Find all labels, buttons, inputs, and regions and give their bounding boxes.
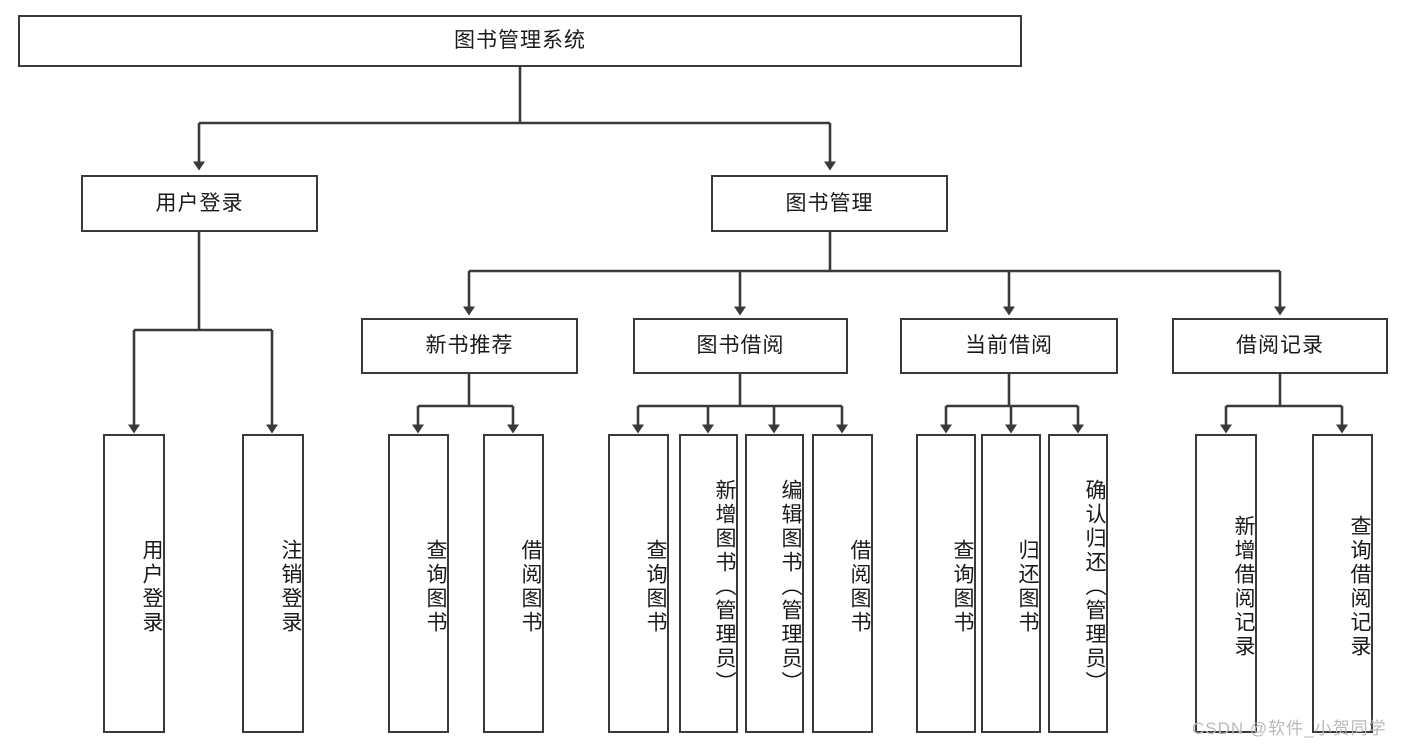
node-label: 图书借阅 (696, 334, 785, 358)
node-label: 新增图书（管理员） (713, 478, 736, 695)
node-leaf-query-book-2[interactable]: 查询图书 (608, 434, 669, 733)
node-label: 查询图书 (644, 538, 667, 635)
node-label: 用户登录 (140, 538, 163, 635)
node-current-borrow[interactable]: 当前借阅 (900, 318, 1118, 374)
node-root-book-management-system[interactable]: 图书管理系统 (18, 15, 1022, 67)
node-leaf-confirm-return[interactable]: 确认归还（管理员） (1048, 434, 1108, 733)
node-label: 借阅图书 (519, 538, 542, 635)
node-leaf-query-book-3[interactable]: 查询图书 (916, 434, 976, 733)
node-label: 查询借阅记录 (1348, 514, 1371, 659)
node-leaf-logout-login[interactable]: 注销登录 (242, 434, 304, 733)
node-leaf-user-login[interactable]: 用户登录 (103, 434, 165, 733)
node-leaf-query-book-1[interactable]: 查询图书 (388, 434, 449, 733)
node-label: 借阅图书 (848, 538, 871, 635)
node-leaf-edit-book[interactable]: 编辑图书（管理员） (745, 434, 804, 733)
node-label: 编辑图书（管理员） (779, 478, 802, 695)
node-user-login[interactable]: 用户登录 (81, 175, 318, 232)
node-label: 归还图书 (1016, 538, 1039, 635)
node-book-borrow[interactable]: 图书借阅 (633, 318, 848, 374)
node-new-book-recommend[interactable]: 新书推荐 (361, 318, 578, 374)
node-label: 当前借阅 (965, 334, 1053, 358)
node-leaf-borrow-book-2[interactable]: 借阅图书 (812, 434, 873, 733)
node-label: 借阅记录 (1236, 334, 1324, 358)
watermark-text: CSDN @软件_小贺同学 (1192, 719, 1387, 738)
node-book-management[interactable]: 图书管理 (711, 175, 948, 232)
node-leaf-add-borrow-record[interactable]: 新增借阅记录 (1195, 434, 1257, 733)
node-label: 确认归还（管理员） (1083, 478, 1106, 695)
node-label: 查询图书 (951, 538, 974, 635)
node-label: 查询图书 (424, 538, 447, 635)
node-label: 图书管理系统 (454, 29, 586, 53)
node-label: 新书推荐 (425, 334, 514, 358)
node-label: 图书管理 (785, 191, 874, 215)
node-borrow-record[interactable]: 借阅记录 (1172, 318, 1388, 374)
node-label: 新增借阅记录 (1232, 514, 1255, 659)
node-leaf-query-borrow-record[interactable]: 查询借阅记录 (1312, 434, 1373, 733)
node-leaf-return-book[interactable]: 归还图书 (981, 434, 1041, 733)
node-leaf-borrow-book-1[interactable]: 借阅图书 (483, 434, 544, 733)
node-label: 用户登录 (155, 191, 244, 215)
node-label: 注销登录 (279, 538, 302, 635)
node-leaf-add-book[interactable]: 新增图书（管理员） (679, 434, 738, 733)
